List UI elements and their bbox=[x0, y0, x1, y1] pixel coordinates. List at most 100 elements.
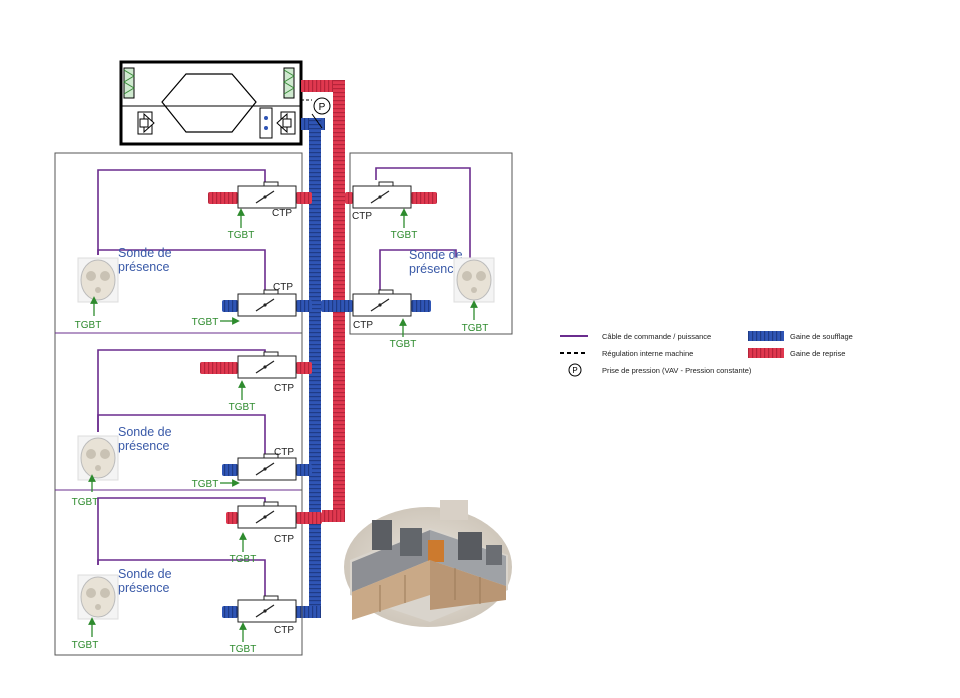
return-duct bbox=[296, 512, 322, 524]
tgbt-label: TGBT bbox=[230, 554, 257, 565]
damper-actuator-icon bbox=[263, 289, 279, 295]
sensor-lens-icon bbox=[100, 271, 110, 281]
ctp-damper-box bbox=[352, 293, 412, 317]
pressure-sensor: P bbox=[301, 97, 331, 129]
supply-duct bbox=[411, 300, 431, 312]
sonde-label-line1: Sonde de bbox=[118, 246, 172, 260]
tgbt-label: TGBT bbox=[462, 323, 489, 334]
sonde-label-line2: présence bbox=[409, 262, 460, 276]
damper-pivot-icon bbox=[263, 195, 267, 199]
sensor-lens-icon bbox=[471, 287, 477, 293]
return-duct bbox=[226, 512, 238, 524]
damper-actuator-icon bbox=[378, 181, 394, 187]
legend: Câble de commande / puissance Régulation… bbox=[560, 331, 853, 377]
sensor-lens-icon bbox=[462, 271, 472, 281]
sensor-lens-icon bbox=[100, 449, 110, 459]
return-duct bbox=[200, 362, 238, 374]
legend-pressure-symbol: P bbox=[572, 366, 577, 375]
ctp-damper-box bbox=[237, 355, 297, 379]
sonde-label-line2: présence bbox=[118, 581, 169, 595]
ctp-label: CTP bbox=[274, 534, 294, 545]
tgbt-label: TGBT bbox=[192, 479, 219, 490]
return-duct bbox=[296, 192, 312, 204]
damper-pivot-icon bbox=[263, 515, 267, 519]
supply-duct bbox=[222, 300, 238, 312]
tgbt-label: TGBT bbox=[390, 339, 417, 350]
ctp-damper-box bbox=[237, 457, 297, 481]
building-illustration bbox=[344, 500, 512, 627]
ctp-label: CTP bbox=[274, 625, 294, 636]
ctp-label: CTP bbox=[352, 211, 372, 222]
tgbt-label: TGBT bbox=[72, 640, 99, 651]
return-duct bbox=[296, 362, 312, 374]
tgbt-label: TGBT bbox=[229, 402, 256, 413]
sensor-lens-icon bbox=[86, 449, 96, 459]
sensor-lens-icon bbox=[100, 588, 110, 598]
supply-duct bbox=[296, 464, 312, 476]
damper-pivot-icon bbox=[263, 303, 267, 307]
ctp-damper-box bbox=[237, 505, 297, 529]
supply-duct bbox=[222, 464, 238, 476]
damper-actuator-icon bbox=[263, 453, 279, 459]
damper-pivot-icon bbox=[378, 195, 382, 199]
tgbt-label: TGBT bbox=[230, 644, 257, 655]
legend-supply-label: Gaine de soufflage bbox=[790, 332, 853, 341]
damper-actuator-icon bbox=[263, 351, 279, 357]
sensor-lens-icon bbox=[95, 287, 101, 293]
ctp-label: CTP bbox=[274, 383, 294, 394]
sensor-lens-icon bbox=[95, 465, 101, 471]
supply-duct bbox=[296, 300, 312, 312]
damper-actuator-icon bbox=[263, 595, 279, 601]
presence-sensor-icon bbox=[80, 259, 116, 301]
control-cable bbox=[97, 249, 266, 290]
tgbt-label: TGBT bbox=[72, 497, 99, 508]
ctp-label: CTP bbox=[353, 320, 373, 331]
damper-pivot-icon bbox=[263, 467, 267, 471]
damper-actuator-icon bbox=[263, 181, 279, 187]
ctp-label: CTP bbox=[274, 447, 294, 458]
ctp-label: CTP bbox=[272, 208, 292, 219]
return-duct bbox=[411, 192, 437, 204]
sonde-label-line1: Sonde de bbox=[409, 248, 463, 262]
presence-sensor-icon bbox=[80, 576, 116, 618]
damper-pivot-icon bbox=[263, 609, 267, 613]
sensor-lens-icon bbox=[86, 271, 96, 281]
sensor-lens-icon bbox=[86, 588, 96, 598]
damper-actuator-icon bbox=[378, 289, 394, 295]
control-cable bbox=[97, 559, 266, 605]
presence-sensor-icon bbox=[456, 259, 492, 301]
ctp-damper-box bbox=[237, 293, 297, 317]
tgbt-label: TGBT bbox=[75, 320, 102, 331]
damper-pivot-icon bbox=[263, 365, 267, 369]
tgbt-label: TGBT bbox=[391, 230, 418, 241]
tgbt-label: TGBT bbox=[228, 230, 255, 241]
ctp-damper-box bbox=[237, 185, 297, 209]
legend-regulation-label: Régulation interne machine bbox=[602, 349, 693, 358]
control-cable bbox=[97, 414, 266, 458]
legend-cable-label: Câble de commande / puissance bbox=[602, 332, 711, 341]
fan-icon-right bbox=[276, 111, 296, 135]
damper-actuator-icon bbox=[263, 501, 279, 507]
return-duct bbox=[345, 192, 353, 204]
sensor-lens-icon bbox=[95, 604, 101, 610]
supply-duct bbox=[222, 606, 238, 618]
sensor-lens-icon bbox=[476, 271, 486, 281]
legend-pressure-label: Prise de pression (VAV - Pression consta… bbox=[602, 366, 752, 375]
ctp-label: CTP bbox=[273, 282, 293, 293]
sonde-label-line2: présence bbox=[118, 439, 169, 453]
sonde-label-line2: présence bbox=[118, 260, 169, 274]
tgbt-label: TGBT bbox=[192, 317, 219, 328]
sonde-label-line1: Sonde de bbox=[118, 425, 172, 439]
return-duct bbox=[208, 192, 238, 204]
damper-pivot-icon bbox=[378, 303, 382, 307]
pressure-symbol: P bbox=[319, 102, 326, 113]
fan-icon-left bbox=[137, 111, 155, 135]
presence-sensor-icon bbox=[80, 437, 116, 479]
legend-return-label: Gaine de reprise bbox=[790, 349, 845, 358]
ctp-damper-box bbox=[237, 599, 297, 623]
sonde-label-line1: Sonde de bbox=[118, 567, 172, 581]
air-handling-unit bbox=[119, 60, 303, 146]
supply-duct bbox=[321, 300, 353, 312]
